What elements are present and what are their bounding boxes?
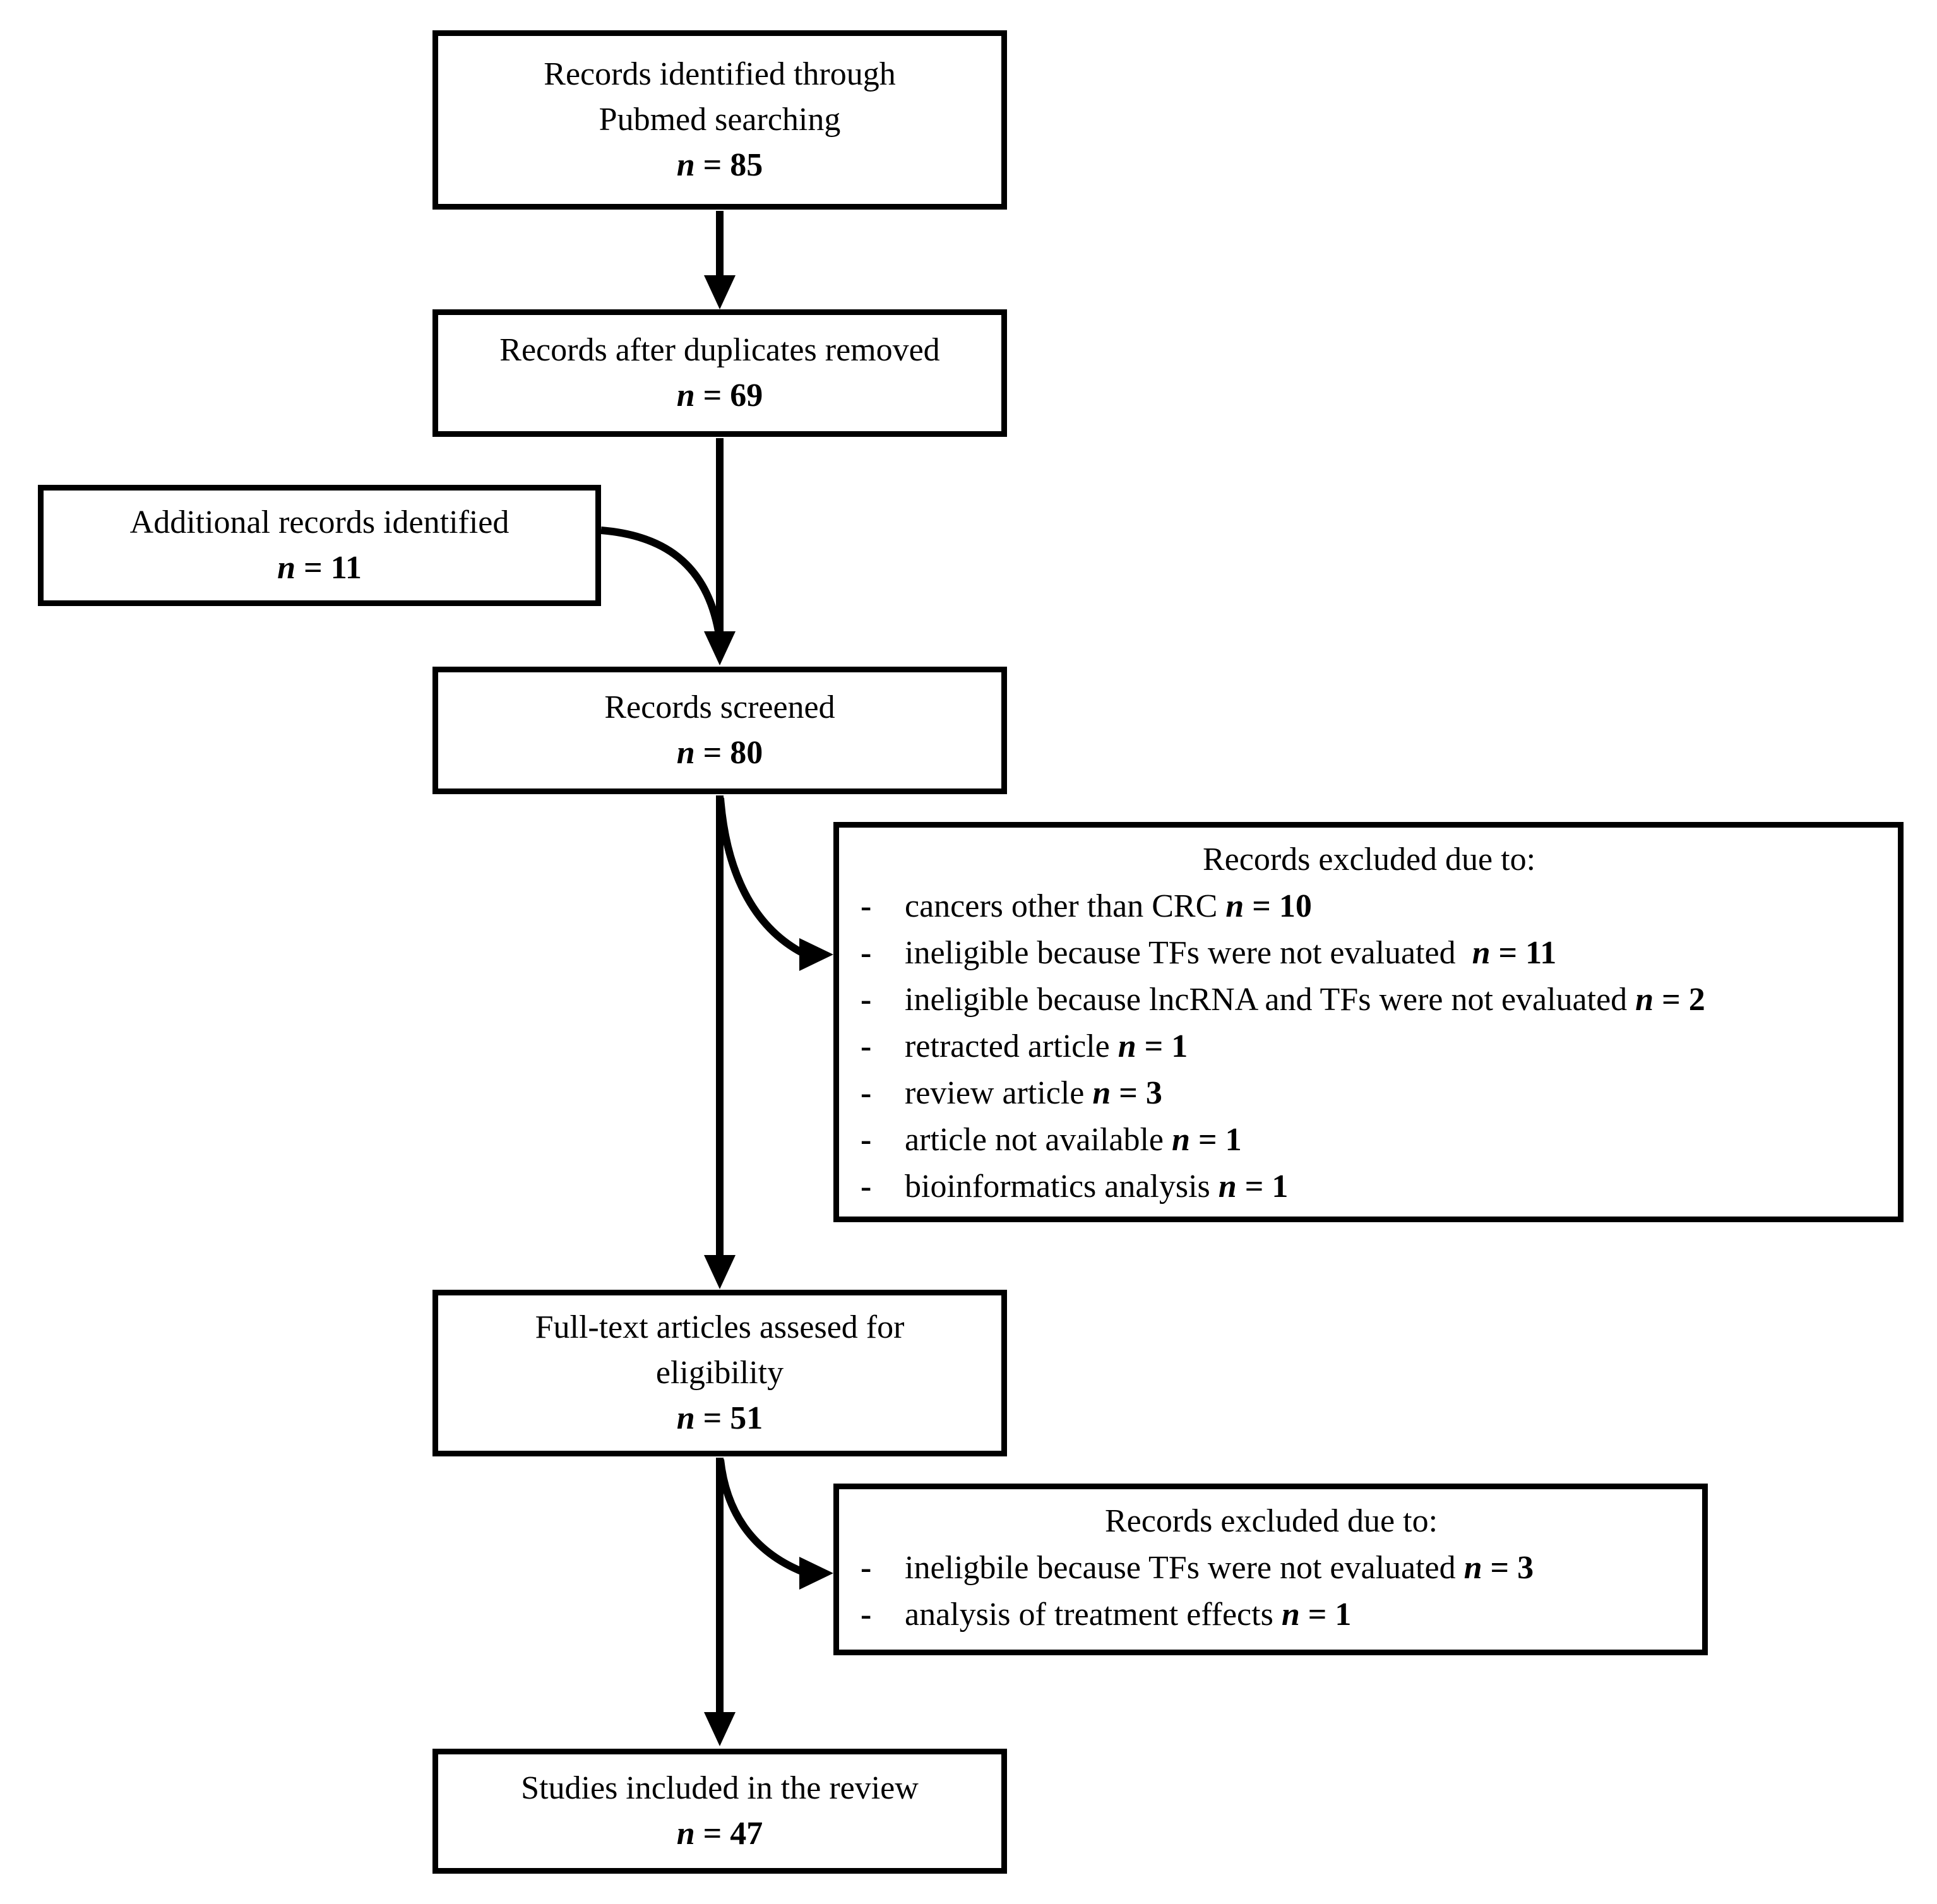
count-line: n = 69 (677, 373, 763, 419)
n-count: = 2 (1654, 982, 1705, 1018)
box-records-excluded-screening: Records excluded due to: -cancers other … (833, 822, 1904, 1222)
box-records-screened: Records screened n = 80 (432, 667, 1007, 794)
n-variable: n (277, 550, 296, 586)
box-text-line: Records identified through (544, 56, 896, 92)
list-title: Records excluded due to: (1202, 842, 1536, 878)
box-records-identified: Records identified through Pubmed search… (432, 30, 1007, 210)
list-item: -ineligbile because TFs were not evaluat… (857, 1545, 1686, 1592)
bullet-dash: - (861, 1075, 872, 1111)
arrow-dedup-to-screened (704, 438, 736, 665)
n-variable: n (676, 147, 695, 183)
arrow-screened-to-excluded-curve (717, 797, 833, 971)
bullet-dash: - (861, 1122, 872, 1158)
list-item-text: ineligible because TFs were not evaluate… (905, 935, 1472, 971)
n-count: = 69 (694, 378, 763, 414)
n-variable: n (676, 1400, 695, 1436)
list-title: Records excluded due to: (1104, 1503, 1438, 1539)
n-variable: n (1281, 1597, 1300, 1633)
bullet-dash: - (861, 888, 872, 924)
list-item-text: ineligible because lncRNA and TFs were n… (905, 982, 1636, 1018)
box-additional-records: Additional records identified n = 11 (38, 485, 601, 606)
list-item-text: analysis of treatment effects (905, 1597, 1282, 1633)
n-variable: n (1225, 888, 1244, 924)
box-text-line: Records screened (604, 689, 835, 725)
arrow-additional-merge-curve (600, 527, 722, 633)
arrow-screened-to-fulltext (704, 795, 736, 1289)
box-text-line: Studies included in the review (521, 1770, 919, 1806)
box-studies-included: Studies included in the review n = 47 (432, 1749, 1007, 1874)
n-count: = 1 (1136, 1028, 1188, 1064)
list-item: -cancers other than CRC n = 10 (857, 883, 1881, 930)
bullet-dash: - (861, 1169, 872, 1205)
list-item: -article not available n = 1 (857, 1117, 1881, 1163)
n-variable: n (676, 378, 695, 414)
list-item: -ineligible because lncRNA and TFs were … (857, 977, 1881, 1023)
n-count: = 1 (1236, 1169, 1289, 1205)
n-count: = 3 (1111, 1075, 1162, 1111)
n-count: = 1 (1299, 1597, 1352, 1633)
box-text-line: Pubmed searching (599, 102, 841, 138)
list-item-text: ineligbile because TFs were not evaluate… (905, 1550, 1464, 1586)
list-item-text: retracted article (905, 1028, 1118, 1064)
bullet-dash: - (861, 1597, 872, 1633)
n-variable: n (676, 735, 695, 771)
box-text-line: Additional records identified (129, 504, 510, 540)
count-line: n = 47 (677, 1811, 763, 1857)
n-count: = 3 (1482, 1550, 1534, 1586)
n-count: = 51 (694, 1400, 763, 1436)
box-text-line: eligibility (655, 1355, 784, 1391)
bullet-dash: - (861, 982, 872, 1018)
n-variable: n (1635, 982, 1654, 1018)
list-item-text: cancers other than CRC (905, 888, 1226, 924)
n-count: = 10 (1244, 888, 1312, 924)
arrow-fulltext-to-excluded-curve (717, 1459, 833, 1590)
box-text-line: Full-text articles assesed for (535, 1309, 905, 1345)
arrow-identification-to-dedup (704, 211, 736, 309)
n-variable: n (1172, 1122, 1190, 1158)
n-variable: n (1118, 1028, 1136, 1064)
box-records-after-duplicates: Records after duplicates removed n = 69 (432, 309, 1007, 437)
bullet-dash: - (861, 1550, 872, 1586)
n-count: = 85 (694, 147, 763, 183)
count-line: n = 11 (277, 545, 362, 591)
list-item: -bioinformatics analysis n = 1 (857, 1163, 1881, 1210)
n-count: = 47 (694, 1816, 763, 1852)
list-item: -retracted article n = 1 (857, 1023, 1881, 1070)
n-count: = 11 (1490, 935, 1557, 971)
list-item: -analysis of treatment effects n = 1 (857, 1592, 1686, 1638)
box-text-line: Records after duplicates removed (499, 332, 940, 368)
n-variable: n (1218, 1169, 1237, 1205)
n-count: = 1 (1189, 1122, 1242, 1158)
n-variable: n (676, 1816, 695, 1852)
list-item-text: review article (905, 1075, 1093, 1111)
count-line: n = 80 (677, 730, 763, 776)
box-fulltext-assessed: Full-text articles assesed for eligibili… (432, 1290, 1007, 1456)
bullet-dash: - (861, 935, 872, 971)
n-count: = 11 (295, 550, 362, 586)
n-variable: n (1092, 1075, 1111, 1111)
bullet-dash: - (861, 1028, 872, 1064)
list-item-text: bioinformatics analysis (905, 1169, 1219, 1205)
n-count: = 80 (694, 735, 763, 771)
count-line: n = 85 (677, 143, 763, 188)
n-variable: n (1463, 1550, 1482, 1586)
arrow-fulltext-to-included (704, 1458, 736, 1746)
box-records-excluded-eligibility: Records excluded due to: -ineligbile bec… (833, 1484, 1708, 1655)
count-line: n = 51 (677, 1396, 763, 1441)
n-variable: n (1472, 935, 1491, 971)
list-item-text: article not available (905, 1122, 1172, 1158)
list-item: -ineligible because TFs were not evaluat… (857, 930, 1881, 977)
list-item: -review article n = 3 (857, 1070, 1881, 1117)
